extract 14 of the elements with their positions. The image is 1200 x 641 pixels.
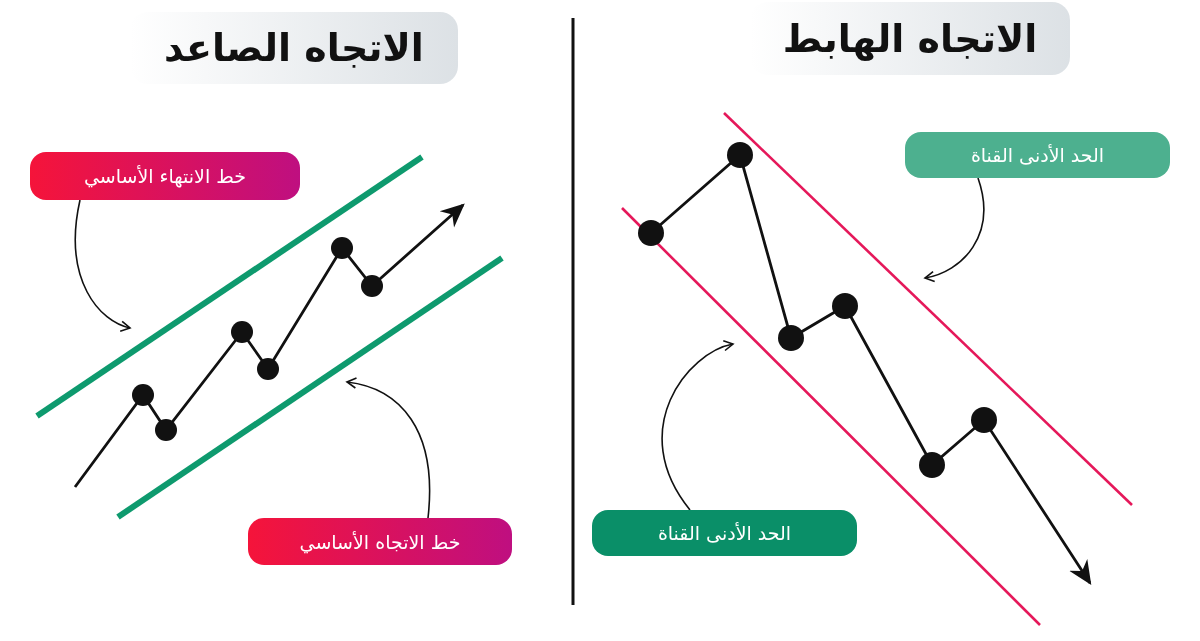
leader-arrow bbox=[661, 340, 734, 511]
label-text: الحد الأدنى القناة bbox=[657, 522, 792, 544]
label-pill bbox=[592, 510, 857, 556]
label-text: الحد الأدنى القناة bbox=[970, 144, 1105, 166]
label-text: خط الانتهاء الأساسي bbox=[83, 165, 247, 187]
title-text: الاتجاه الهابط bbox=[782, 16, 1038, 61]
leader-arrow bbox=[924, 177, 985, 282]
title-text: الاتجاه الصاعد bbox=[164, 26, 424, 70]
leader-arrow bbox=[346, 377, 431, 519]
label-pill bbox=[905, 132, 1170, 178]
label-pill bbox=[248, 518, 512, 565]
leader-arrow bbox=[74, 199, 131, 332]
label-pill bbox=[30, 152, 300, 200]
label-text: خط الاتجاه الأساسي bbox=[299, 530, 461, 553]
